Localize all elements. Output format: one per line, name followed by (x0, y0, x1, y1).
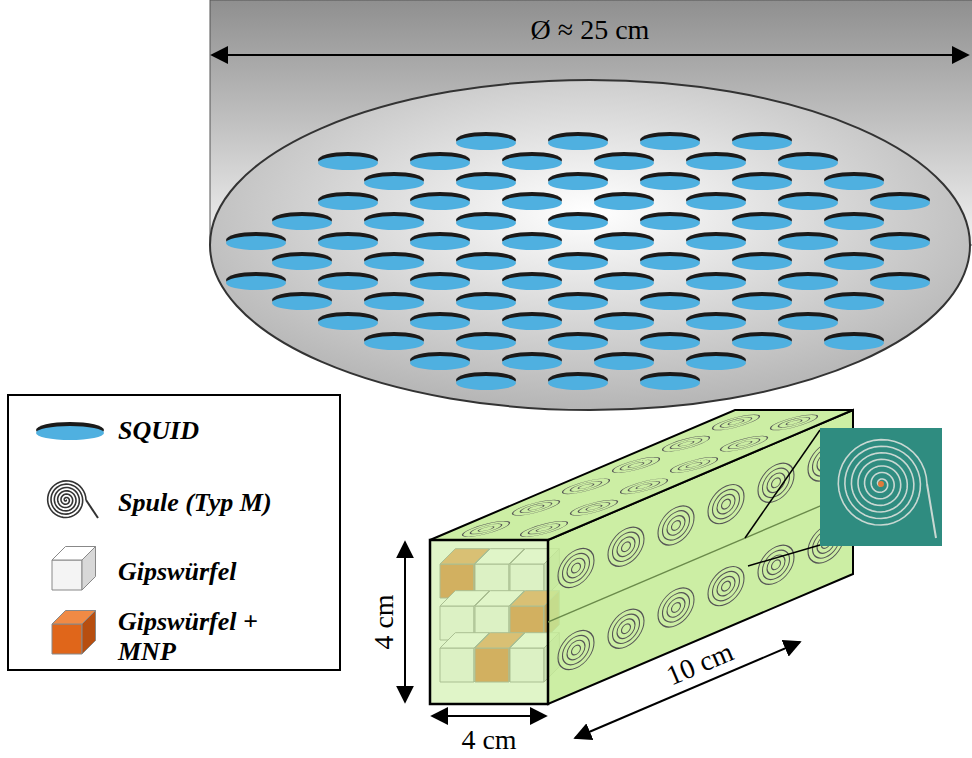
legend-label: Spule (Typ M) (118, 488, 333, 518)
diameter-label: Ø ≈ 25 cm (531, 14, 650, 46)
legend-label: Gipswürfel + MNP (118, 607, 283, 667)
diameter-arrow (212, 54, 968, 56)
squid-array (226, 132, 930, 390)
coil-photo (745, 428, 942, 566)
width-label: 4 cm (461, 724, 516, 756)
dewar-bottom (210, 80, 970, 410)
height-arrow (404, 542, 406, 702)
legend-label: SQUID (118, 416, 328, 446)
height-label: 4 cm (368, 594, 400, 649)
phantom-box (430, 410, 853, 704)
width-arrow (432, 715, 546, 717)
legend-label: Gipswürfel (118, 557, 328, 587)
legend-box (8, 395, 340, 670)
legend-icons (36, 422, 104, 654)
